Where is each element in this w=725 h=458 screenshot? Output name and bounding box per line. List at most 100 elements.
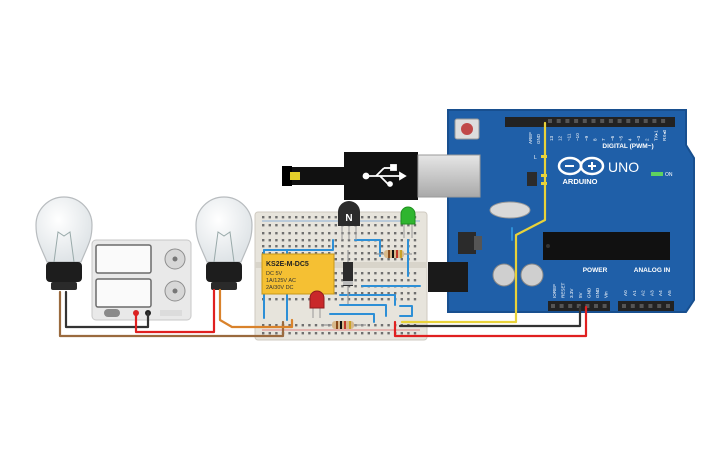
- wire-red[interactable]: [393, 305, 588, 338]
- breadboard-hole[interactable]: [295, 224, 298, 227]
- breadboard-hole[interactable]: [341, 332, 344, 335]
- breadboard-hole[interactable]: [268, 332, 271, 335]
- breadboard-hole[interactable]: [341, 279, 344, 282]
- breadboard-hole[interactable]: [341, 292, 344, 295]
- breadboard-hole[interactable]: [334, 224, 337, 227]
- breadboard-hole[interactable]: [295, 216, 298, 219]
- breadboard-hole[interactable]: [295, 239, 298, 242]
- breadboard-hole[interactable]: [328, 332, 331, 335]
- resistor-top[interactable]: [376, 250, 412, 258]
- wire-blue[interactable]: [354, 239, 381, 257]
- breadboard-hole[interactable]: [308, 332, 311, 335]
- breadboard-hole[interactable]: [407, 224, 410, 227]
- breadboard-hole[interactable]: [367, 298, 370, 301]
- breadboard-hole[interactable]: [321, 332, 324, 335]
- breadboard-hole[interactable]: [321, 252, 324, 255]
- breadboard-hole[interactable]: [354, 279, 357, 282]
- breadboard-hole[interactable]: [380, 272, 384, 275]
- breadboard-hole[interactable]: [361, 279, 364, 282]
- breadboard-hole[interactable]: [387, 216, 390, 219]
- breadboard-hole[interactable]: [361, 252, 364, 255]
- breadboard-hole[interactable]: [295, 232, 298, 235]
- breadboard-hole[interactable]: [387, 279, 390, 282]
- breadboard-hole[interactable]: [367, 324, 370, 327]
- breadboard-hole[interactable]: [262, 332, 265, 335]
- breadboard-hole[interactable]: [367, 292, 370, 295]
- breadboard-hole[interactable]: [288, 232, 291, 235]
- breadboard-hole[interactable]: [321, 245, 324, 248]
- breadboard-hole[interactable]: [334, 279, 337, 282]
- breadboard-hole[interactable]: [380, 239, 384, 242]
- digital-pin-socket[interactable]: [626, 119, 631, 123]
- bulb-left[interactable]: [35, 196, 93, 290]
- breadboard-hole[interactable]: [394, 232, 397, 235]
- breadboard-hole[interactable]: [334, 245, 337, 248]
- breadboard-hole[interactable]: [374, 292, 377, 295]
- digital-pin-socket[interactable]: [548, 119, 552, 123]
- power-pin-socket[interactable]: [568, 304, 573, 308]
- breadboard-hole[interactable]: [275, 239, 278, 242]
- breadboard-hole[interactable]: [288, 224, 291, 227]
- breadboard-hole[interactable]: [334, 258, 337, 261]
- breadboard-hole[interactable]: [400, 239, 403, 242]
- digital-pin-socket[interactable]: [591, 119, 596, 123]
- breadboard-hole[interactable]: [275, 332, 278, 335]
- breadboard-hole[interactable]: [413, 232, 417, 235]
- breadboard-hole[interactable]: [334, 292, 337, 295]
- breadboard-hole[interactable]: [374, 332, 377, 335]
- breadboard-hole[interactable]: [308, 224, 311, 227]
- breadboard-hole[interactable]: [334, 232, 337, 235]
- breadboard-hole[interactable]: [413, 258, 417, 261]
- breadboard-hole[interactable]: [301, 216, 304, 219]
- breadboard-hole[interactable]: [387, 332, 390, 335]
- breadboard-hole[interactable]: [281, 245, 285, 248]
- breadboard-hole[interactable]: [334, 272, 337, 275]
- breadboard-hole[interactable]: [321, 216, 324, 219]
- breadboard-hole[interactable]: [341, 298, 344, 301]
- power-jack[interactable]: [428, 262, 468, 292]
- breadboard-hole[interactable]: [407, 292, 410, 295]
- breadboard-hole[interactable]: [341, 252, 344, 255]
- breadboard-hole[interactable]: [400, 272, 403, 275]
- breadboard-hole[interactable]: [262, 232, 265, 235]
- breadboard-hole[interactable]: [387, 232, 390, 235]
- breadboard-hole[interactable]: [295, 332, 298, 335]
- breadboard-hole[interactable]: [400, 279, 403, 282]
- breadboard-hole[interactable]: [314, 245, 318, 248]
- breadboard-hole[interactable]: [275, 245, 278, 248]
- breadboard-hole[interactable]: [374, 272, 377, 275]
- breadboard-hole[interactable]: [341, 245, 344, 248]
- breadboard-hole[interactable]: [361, 224, 364, 227]
- breadboard-hole[interactable]: [314, 332, 318, 335]
- breadboard-hole[interactable]: [407, 332, 410, 335]
- breadboard-hole[interactable]: [413, 292, 417, 295]
- wire-black[interactable]: [64, 290, 150, 329]
- breadboard-hole[interactable]: [262, 324, 265, 327]
- breadboard-hole[interactable]: [380, 258, 384, 261]
- breadboard-hole[interactable]: [413, 279, 417, 282]
- breadboard-hole[interactable]: [268, 216, 271, 219]
- breadboard-hole[interactable]: [321, 239, 324, 242]
- breadboard-hole[interactable]: [334, 216, 337, 219]
- breadboard-hole[interactable]: [262, 245, 265, 248]
- reset-button[interactable]: [461, 123, 473, 135]
- breadboard-hole[interactable]: [367, 258, 370, 261]
- breadboard-hole[interactable]: [308, 298, 311, 301]
- breadboard-hole[interactable]: [347, 285, 351, 288]
- breadboard-hole[interactable]: [413, 298, 417, 301]
- breadboard-hole[interactable]: [367, 224, 370, 227]
- breadboard-hole[interactable]: [275, 224, 278, 227]
- breadboard-hole[interactable]: [268, 252, 271, 255]
- breadboard-hole[interactable]: [361, 245, 364, 248]
- breadboard-hole[interactable]: [314, 232, 318, 235]
- breadboard-hole[interactable]: [380, 232, 384, 235]
- diode[interactable]: [343, 250, 353, 304]
- wire-blue[interactable]: [399, 305, 413, 317]
- breadboard-hole[interactable]: [347, 258, 351, 261]
- breadboard-hole[interactable]: [288, 216, 291, 219]
- breadboard-hole[interactable]: [374, 232, 377, 235]
- breadboard-hole[interactable]: [308, 239, 311, 242]
- breadboard-hole[interactable]: [328, 245, 331, 248]
- breadboard-hole[interactable]: [308, 232, 311, 235]
